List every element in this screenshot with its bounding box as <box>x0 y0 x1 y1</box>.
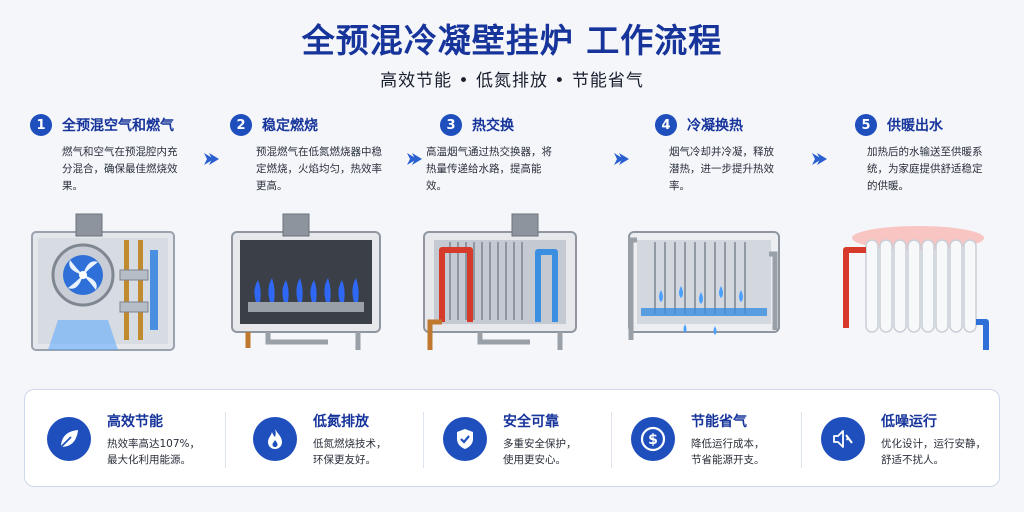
feature-title: 节能省气 <box>691 413 747 430</box>
feature-desc: 舒适不扰人。 <box>881 453 944 466</box>
divider <box>801 412 802 468</box>
shield-icon <box>443 417 487 461</box>
step-number: 1 <box>30 114 52 136</box>
feature-desc: 多重安全保护， <box>503 437 577 450</box>
feature-gas-saving: $ 节能省气 降低运行成本， 节省能源开支。 <box>631 404 765 474</box>
step-title: 热交换 <box>472 118 514 134</box>
divider <box>225 412 226 468</box>
step-2: 2 稳定燃烧 预混燃气在低氮燃烧器中稳定燃烧，火焰均匀，热效率更高。 <box>230 112 400 195</box>
step-title: 冷凝换热 <box>687 118 743 134</box>
feature-desc: 使用更安心。 <box>503 453 566 466</box>
feature-low-noise: 低噪运行 优化设计，运行安静， 舒适不扰人。 <box>821 404 986 474</box>
radiator-illustration <box>843 226 989 350</box>
feature-desc: 低氮燃烧技术， <box>313 437 387 450</box>
feature-desc: 降低运行成本， <box>691 437 765 450</box>
page-title: 全预混冷凝壁挂炉 工作流程 <box>301 21 723 60</box>
divider <box>423 412 424 468</box>
mute-speaker-icon <box>821 417 865 461</box>
step-3: 3 热交换 高温烟气通过热交换器，将热量传递给水路，提高能效。 <box>426 112 610 195</box>
step-description: 加热后的水输送至供暖系统，为家庭提供舒适稳定的供暖。 <box>867 146 983 192</box>
arrow-right-icon <box>812 153 827 165</box>
step-number: 2 <box>230 114 252 136</box>
feature-title: 安全可靠 <box>503 413 559 430</box>
step-title: 供暖出水 <box>887 118 943 134</box>
step-title: 稳定燃烧 <box>262 118 318 134</box>
feature-energy-saving: 高效节能 热效率高达107%， 最大化利用能源。 <box>47 404 200 474</box>
leaf-icon <box>47 417 91 461</box>
step-description: 高温烟气通过热交换器，将热量传递给水路，提高能效。 <box>426 146 552 192</box>
feature-title: 高效节能 <box>107 413 163 430</box>
feature-safety: 安全可靠 多重安全保护， 使用更安心。 <box>443 404 577 474</box>
feature-title: 低氮排放 <box>313 413 369 430</box>
feature-desc: 环保更友好。 <box>313 453 376 466</box>
step-number: 3 <box>440 114 462 136</box>
step-1: 1 全预混空气和燃气 燃气和空气在预混腔内充分混合，确保最佳燃烧效果。 <box>30 112 200 195</box>
features-panel: 高效节能 热效率高达107%， 最大化利用能源。 低氮排放 低氮燃烧技术， 环保… <box>24 389 1000 487</box>
step-number: 5 <box>855 114 877 136</box>
premix-fan-illustration <box>31 213 175 351</box>
step-description: 燃气和空气在预混腔内充分混合，确保最佳燃烧效果。 <box>62 146 178 192</box>
feature-desc: 优化设计，运行安静， <box>881 437 986 450</box>
feature-low-nox: 低氮排放 低氮燃烧技术， 环保更友好。 <box>253 404 387 474</box>
step-number: 4 <box>655 114 677 136</box>
arrow-right-icon <box>614 153 629 165</box>
flame-icon <box>253 417 297 461</box>
heat-exchanger-illustration <box>423 213 577 350</box>
page-subtitle: 高效节能 • 低氮排放 • 节能省气 <box>380 71 644 91</box>
step-4: 4 冷凝换热 烟气冷却并冷凝，释放潜热，进一步提升热效率。 <box>655 112 825 195</box>
arrow-right-icon <box>407 153 422 165</box>
step-5: 5 供暖出水 加热后的水输送至供暖系统，为家庭提供舒适稳定的供暖。 <box>855 112 1024 195</box>
divider <box>611 412 612 468</box>
dollar-coin-icon: $ <box>631 417 675 461</box>
feature-desc: 最大化利用能源。 <box>107 453 191 466</box>
step-title: 全预混空气和燃气 <box>62 118 174 134</box>
feature-desc: 热效率高达107%， <box>107 437 201 450</box>
step-description: 烟气冷却并冷凝，释放潜热，进一步提升热效率。 <box>669 146 774 192</box>
arrow-right-icon <box>204 153 219 165</box>
feature-title: 低噪运行 <box>881 413 937 430</box>
burner-illustration <box>231 213 381 350</box>
feature-desc: 节省能源开支。 <box>691 453 765 466</box>
condensing-illustration <box>628 231 780 340</box>
svg-text:$: $ <box>648 432 658 448</box>
step-description: 预混燃气在低氮燃烧器中稳定燃烧，火焰均匀，热效率更高。 <box>256 146 382 192</box>
